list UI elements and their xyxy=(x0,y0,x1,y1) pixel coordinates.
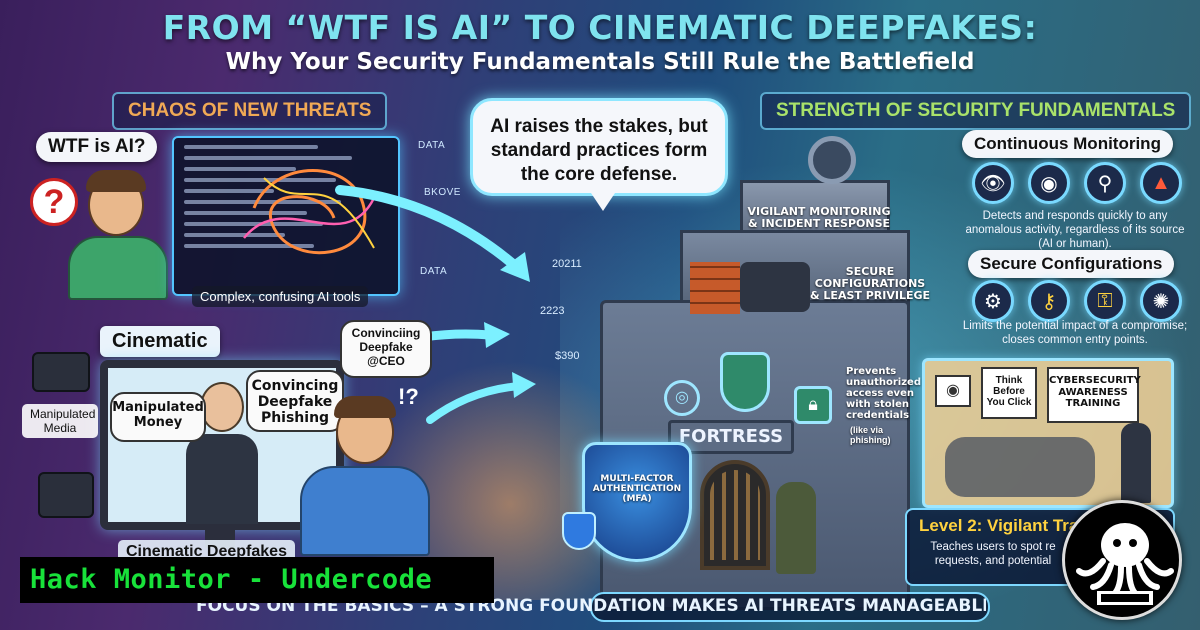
fingerprint-icon: ◎ xyxy=(664,380,700,416)
manipulated-money-bubble: Manipulated Money xyxy=(110,392,206,442)
swirl-graphic xyxy=(243,169,376,255)
shield-icon xyxy=(720,352,770,412)
cinematic-label: Cinematic xyxy=(100,326,220,357)
deepfake-ceo-bubble: Convinciing Deepfake @CEO xyxy=(340,320,432,378)
manipulated-media-label: Manipulated Media xyxy=(22,404,98,438)
fortress-level-monitoring: VIGILANT MONITORING & INCIDENT RESPONSE xyxy=(747,205,891,231)
satellite-dish-icon xyxy=(808,136,856,184)
data-number: $390 xyxy=(555,350,580,362)
monitoring-description: Detects and responds quickly to any anom… xyxy=(965,210,1185,250)
instructor-figure xyxy=(1121,423,1151,503)
page-title: FROM “WTF IS AI” TO CINEMATIC DEEPFAKES: xyxy=(162,8,1038,47)
octopus-logo xyxy=(1062,500,1182,620)
monitoring-title: Continuous Monitoring xyxy=(962,130,1173,158)
arrow-icon xyxy=(426,372,536,424)
prevents-text: Prevents unauthorized access even with s… xyxy=(846,366,921,421)
trainee-group xyxy=(945,437,1095,497)
fundamentals-banner: STRENGTH OF SECURITY FUNDAMENTALS xyxy=(760,92,1192,130)
exclamation-icon: !? xyxy=(398,384,419,409)
network-icon: ✺ xyxy=(1140,280,1182,322)
central-message-bubble: AI raises the stakes, but standard pract… xyxy=(470,98,728,211)
small-shield-icon xyxy=(562,512,596,550)
config-title: Secure Configurations xyxy=(968,250,1175,278)
footer-banner xyxy=(590,592,990,622)
fortress-gate xyxy=(700,460,770,570)
level-description: Teaches users to spot re requests, and p… xyxy=(930,541,1056,568)
radar-icon: ◉ xyxy=(1028,162,1070,204)
arrow-icon xyxy=(335,185,530,282)
config-description: Limits the potential impact of a comprom… xyxy=(962,320,1188,346)
mfa-label: MULTI-FACTOR AUTHENTICATION (MFA) xyxy=(592,474,682,504)
think-before-click-poster: Think Before You Click xyxy=(981,367,1037,419)
fortress-level-config: SECURE CONFIGURATIONS & LEAST PRIVILEGE xyxy=(810,265,931,303)
code-label-bkove: BKOVE xyxy=(424,187,461,198)
code-label-data-2: DATA xyxy=(420,266,448,277)
key-icon: ⚷ xyxy=(1028,280,1070,322)
data-number: 2223 xyxy=(540,305,565,317)
key-horizontal-icon: ⚿ xyxy=(1084,280,1126,322)
data-number: 20211 xyxy=(552,258,582,270)
eye-poster: ◉ xyxy=(935,375,971,407)
worried-person xyxy=(290,396,440,560)
deepfake-person xyxy=(182,376,262,526)
video-camera-icon xyxy=(32,352,90,392)
code-label-data-1: DATA xyxy=(418,140,446,151)
header: FROM “WTF IS AI” TO CINEMATIC DEEPFAKES:… xyxy=(0,8,1200,75)
gears-icon: ⚙︎ xyxy=(972,280,1014,322)
prevents-note: (like via phishing) xyxy=(850,425,891,445)
alarm-icon: ▲ xyxy=(1140,162,1182,204)
admin-person xyxy=(740,262,810,312)
ai-code-panel xyxy=(172,136,400,296)
level-title: Level 2: Vigilant Trai xyxy=(919,516,1084,535)
chaos-banner: CHAOS OF NEW THREATS xyxy=(112,92,388,130)
soldier-figure xyxy=(776,482,816,574)
hack-monitor-label: Hack Monitor - Undercode xyxy=(20,557,494,603)
octopus-icon xyxy=(1076,523,1174,605)
lock-icon: 🔒︎ xyxy=(794,386,832,424)
mfa-shield: MULTI-FACTOR AUTHENTICATION (MFA) xyxy=(582,442,692,562)
question-mark-icon: ? xyxy=(30,178,78,226)
film-camera-icon xyxy=(38,472,94,518)
training-scene: ◉ Think Before You Click CYBERSECURITY A… xyxy=(922,358,1174,508)
firewall-icon xyxy=(690,262,740,314)
eye-icon: 👁︎ xyxy=(972,162,1014,204)
page-subtitle: Why Your Security Fundamentals Still Rul… xyxy=(225,49,975,75)
tools-caption: Complex, confusing AI tools xyxy=(192,286,369,307)
confused-person xyxy=(60,170,170,300)
wtf-label: WTF is AI? xyxy=(36,132,158,162)
magnifier-icon: ⚲ xyxy=(1084,162,1126,204)
training-sign: CYBERSECURITY AWARENESS TRAINING xyxy=(1047,367,1141,423)
